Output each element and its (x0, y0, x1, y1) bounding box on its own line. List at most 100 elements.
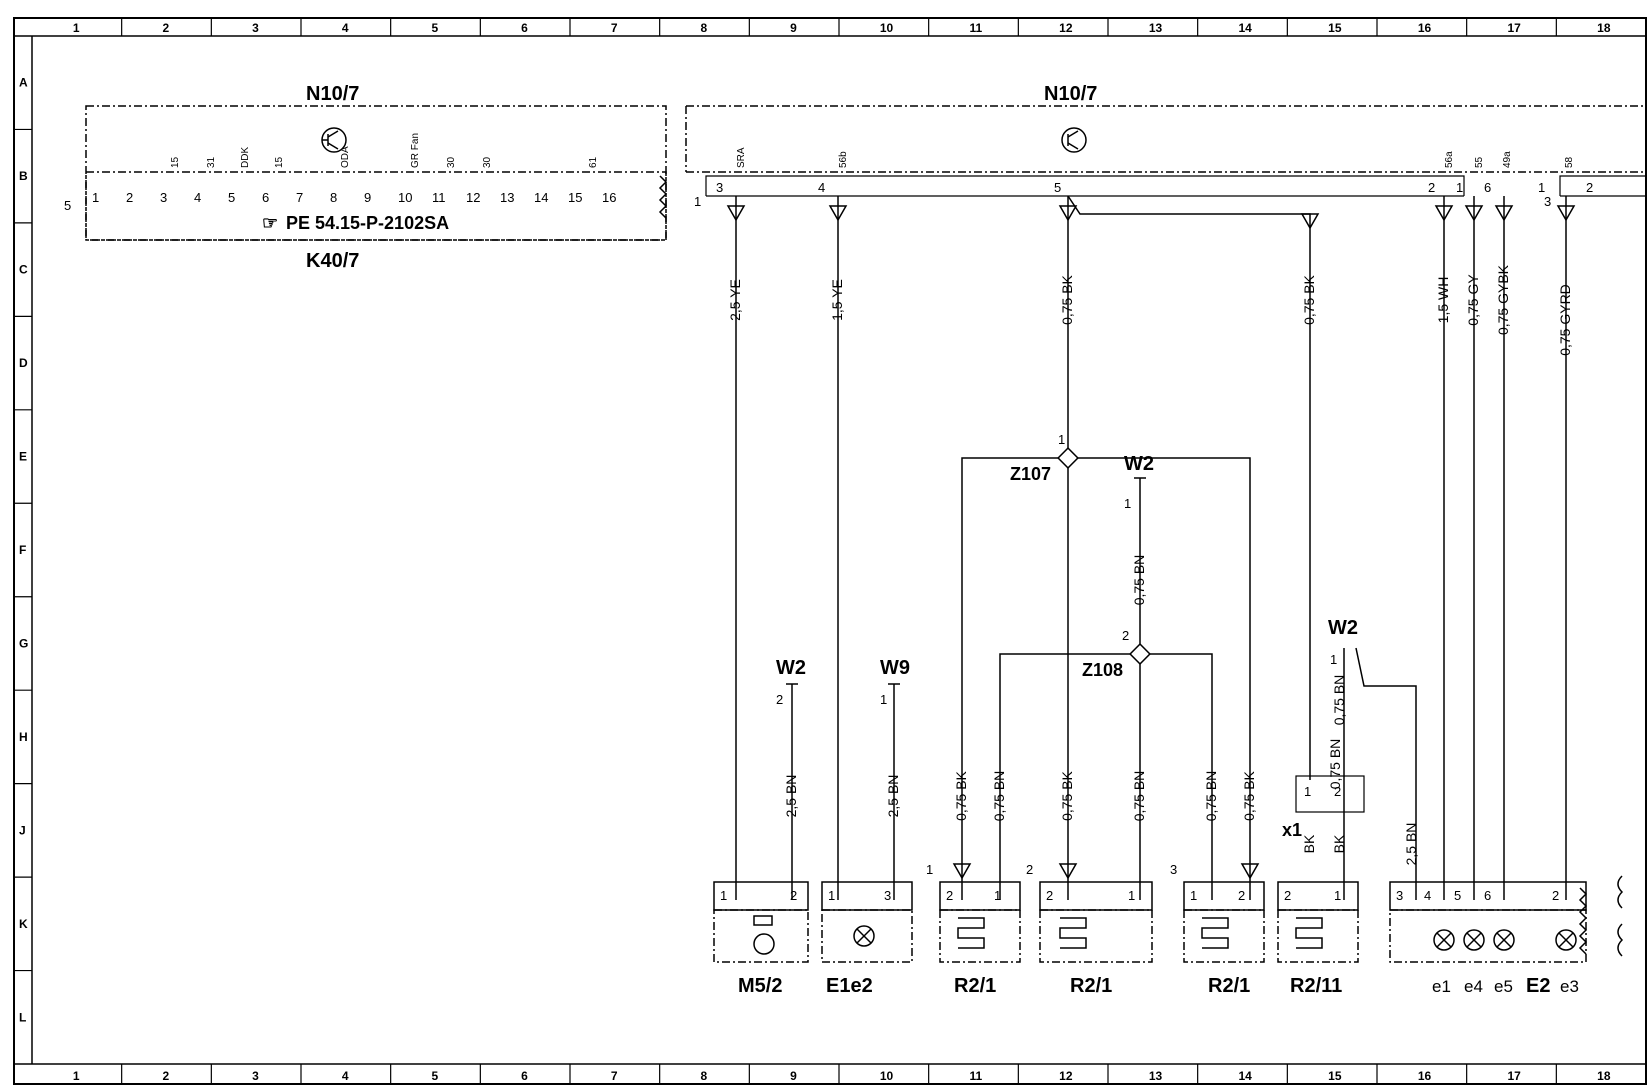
component-e2: E2 (1526, 975, 1550, 997)
ground-w2: W2 (776, 657, 806, 679)
grid-row-label: L (19, 1010, 26, 1024)
k40-pin: 2 (126, 190, 133, 205)
transistor-icon (1061, 127, 1087, 153)
grid-col-label: 16 (1418, 21, 1432, 35)
grid-col-label: 13 (1149, 21, 1163, 35)
component-pin: 1 (1334, 888, 1341, 903)
n10-terminal: 58 (1564, 156, 1575, 168)
n10-pin: 2 (1586, 180, 1593, 195)
wire-label: BK (1301, 834, 1317, 853)
n10-pin: 4 (818, 180, 825, 195)
grid-col-label: 4 (342, 1069, 349, 1083)
grid-row-label: B (19, 169, 28, 183)
wire-label: 2,5 BN (885, 775, 901, 818)
node-z108: Z108 (1082, 660, 1123, 680)
k40-terminal: ODA (340, 146, 351, 168)
wire-label: 2,5 YE (727, 279, 743, 321)
svg-text:2: 2 (1334, 784, 1341, 799)
k40-terminal: 15 (170, 156, 181, 168)
k40-pin: 11 (432, 190, 446, 205)
n10-pin: 2 (1428, 180, 1435, 195)
grid-col-label: 11 (970, 1069, 983, 1083)
component-pin: 1 (1128, 888, 1135, 903)
k40-terminal: 31 (206, 156, 217, 168)
wire-paths (735, 195, 1567, 900)
k40-pin: 9 (364, 190, 371, 205)
grid-col-label: 17 (1508, 21, 1522, 35)
grid-row-label: H (19, 730, 28, 744)
grid-row-label: A (19, 76, 28, 90)
n10-pin: 6 (1484, 180, 1491, 195)
grid-col-label: 9 (790, 1069, 797, 1083)
grid-col-label: 7 (611, 21, 618, 35)
k40-terminal: 30 (446, 156, 457, 168)
splice-z107 (1057, 447, 1079, 469)
k40-pin: 1 (92, 190, 99, 205)
grid-col-label: 18 (1597, 1069, 1611, 1083)
grid-col-label: 15 (1328, 1069, 1342, 1083)
component-e1e2: E1e2 (826, 975, 873, 997)
component-m5-2: M5/2 (738, 975, 782, 997)
n10-terminal: 49a (1502, 151, 1513, 168)
component-r2-11: R2/11 (1290, 975, 1342, 997)
wire-label: BK (1331, 834, 1347, 853)
grid-col-label: 3 (252, 21, 259, 35)
grid-row-label: E (19, 450, 27, 464)
grid-col-label: 13 (1149, 1069, 1163, 1083)
grid-col-label: 12 (1059, 21, 1073, 35)
component-r2-1: R2/1 (954, 975, 996, 997)
k40-pin: 12 (466, 190, 480, 205)
grid-col-label: 12 (1059, 1069, 1073, 1083)
grid-row-label: J (19, 823, 26, 837)
n10-right-label: N10/7 (1044, 83, 1097, 105)
heater-index: 2 (1026, 862, 1033, 877)
n10-terminal: 56b (838, 151, 849, 168)
n10-terminal: 55 (1474, 156, 1485, 168)
ground-w9: W9 (880, 657, 910, 679)
component-pin: 3 (884, 888, 891, 903)
connector-x1-label: x1 (1282, 820, 1302, 840)
k40-terminal: 15 (274, 156, 285, 168)
k40-terminal: 61 (588, 156, 599, 168)
k40-terminal: 30 (482, 156, 493, 168)
splice-z108 (1129, 643, 1151, 665)
n10-pin: 5 (1054, 180, 1061, 195)
k40-terminal: GR Fan (410, 133, 421, 168)
wire-label: 0,75 BN (1131, 771, 1147, 822)
grid-col-label: 8 (701, 21, 708, 35)
grid-col-label: 1 (73, 1069, 80, 1083)
wire-label: 0,75 BN (991, 771, 1007, 822)
grid-row-label: K (19, 917, 28, 931)
svg-text:☞: ☞ (262, 213, 278, 233)
wire-label: 0,75 BK (953, 770, 969, 820)
grid-col-label: 6 (521, 21, 528, 35)
component-pin: 1 (720, 888, 727, 903)
lamp-e3: e3 (1560, 977, 1579, 996)
wire-label: 2,5 BN (783, 775, 799, 818)
component-pin: 2 (790, 888, 797, 903)
wire-label: 0,75 BK (1059, 770, 1075, 820)
wire-label: 0,75 GYBK (1495, 264, 1511, 335)
component-pin: 6 (1484, 888, 1491, 903)
component-pin: 1 (828, 888, 835, 903)
component-pin: 2 (1284, 888, 1291, 903)
svg-text:2: 2 (1122, 628, 1129, 643)
grid-row-label: F (19, 543, 26, 557)
k40-pin: 10 (398, 190, 412, 205)
grid-columns: 1122334455667788991010111112121313141415… (73, 18, 1611, 1084)
grid-col-label: 5 (432, 1069, 439, 1083)
wire-label: 0,75 BK (1301, 274, 1317, 324)
component-r2-1: R2/1 (1070, 975, 1112, 997)
ground-w2: W2 (1124, 453, 1154, 475)
grid-col-label: 5 (432, 21, 439, 35)
n10-terminal: SRA (736, 147, 747, 168)
n10-pin: 3 (716, 180, 723, 195)
grid-col-label: 16 (1418, 1069, 1432, 1083)
svg-text:1: 1 (880, 692, 887, 707)
